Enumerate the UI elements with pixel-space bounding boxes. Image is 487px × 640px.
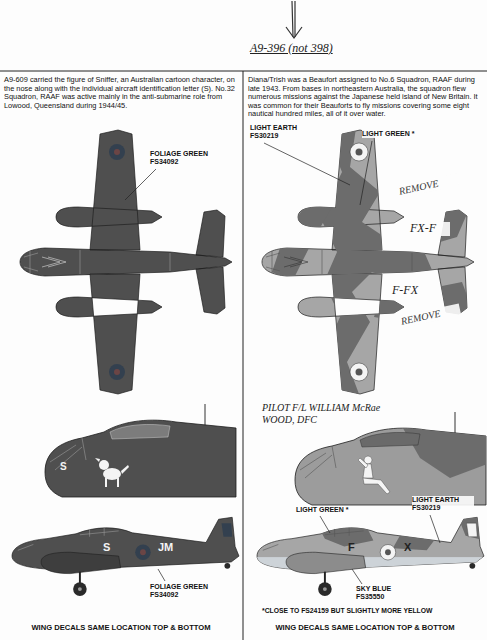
handwritten-note: PILOT F/L WILLIAM McRae WOOD, DFC: [262, 402, 386, 425]
handwritten-note: REMOVE: [398, 174, 459, 198]
colour-callout: LIGHT GREEN *: [362, 130, 434, 138]
wing-decal-note: WING DECALS SAME LOCATION TOP & BOTTOM: [2, 624, 240, 633]
hand-arrow: [286, 1, 302, 38]
handwritten-code: FX-F: [410, 222, 450, 236]
nose-closeup-left: [45, 404, 236, 497]
history-note: A9-609 carried the figure of Sniffer, an…: [4, 76, 240, 110]
colour-callout: FOLIAGE GREEN FS34092: [150, 583, 212, 599]
aircraft-letter: S: [60, 461, 76, 473]
leader-lines: [158, 515, 440, 584]
wing-decal-note: WING DECALS SAME LOCATION TOP & BOTTOM: [245, 624, 485, 633]
leader-lines: [125, 141, 372, 205]
colour-callout: LIGHT GREEN *: [296, 506, 368, 514]
colour-callout: LIGHT EARTH FS30219: [250, 124, 310, 140]
pinup-figure: [358, 456, 390, 494]
aircraft-letter: F: [348, 541, 362, 554]
aircraft-letter: S: [103, 541, 117, 554]
nose-closeup-right: [295, 412, 487, 505]
aircraft-letter: JM: [158, 541, 188, 554]
colour-footnote: *CLOSE TO FS24159 BUT SLIGHTLY MORE YELL…: [262, 607, 484, 615]
handwritten-code: F-FX: [392, 284, 432, 298]
top-view-left: [20, 130, 232, 394]
handwritten-note: REMOVE: [400, 304, 461, 328]
aircraft-serial-title: A9-396 (not 398): [250, 42, 360, 56]
side-view-right: [252, 512, 487, 596]
frame-lines: [0, 71, 487, 640]
history-note: Diana/Trish was a Beaufort assigned to N…: [248, 76, 484, 119]
colour-callout: LIGHT EARTH FS30219: [412, 496, 474, 512]
aircraft-letter: X: [404, 541, 418, 554]
top-view-right: [262, 122, 477, 402]
colour-callout: SKY BLUE FS35550: [356, 585, 418, 601]
sniffer-figure: [95, 458, 129, 487]
colour-callout: FOLIAGE GREEN FS34092: [150, 150, 212, 166]
